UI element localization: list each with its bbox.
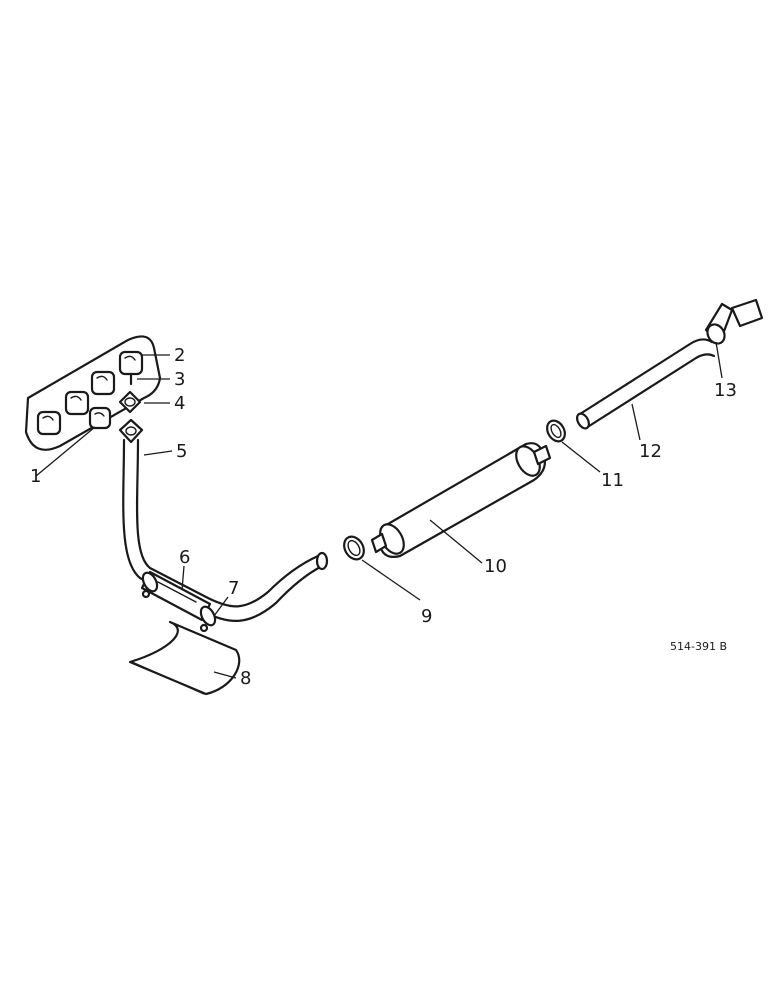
callout-labels: 1 2 3 4 5 6 7 8 9 10 11 12 13 (30, 345, 737, 689)
muffler-inlet-clamp (343, 535, 365, 561)
callout-2: 2 (174, 345, 185, 366)
muffler (370, 442, 552, 558)
callout-6: 6 (179, 547, 190, 568)
callout-13: 13 (714, 380, 737, 401)
port-gasket (88, 406, 112, 430)
manifold-port (118, 350, 144, 376)
tail-pipe-bracket (704, 298, 764, 345)
muffler-outlet-clamp (546, 419, 566, 443)
heat-shield (128, 620, 241, 696)
manifold-port (36, 410, 62, 436)
callout-11: 11 (601, 470, 624, 491)
exhaust-manifold (24, 335, 162, 451)
callout-3: 3 (174, 369, 185, 390)
leader-lines (35, 341, 723, 679)
drawing-reference: 514-391 B (670, 640, 727, 653)
callout-8: 8 (240, 668, 251, 689)
pipe-clamp (141, 571, 217, 633)
callout-7: 7 (228, 578, 239, 599)
callout-12: 12 (639, 441, 662, 462)
flange-gasket (118, 390, 142, 414)
callout-5: 5 (176, 441, 187, 462)
callout-4: 4 (174, 393, 185, 414)
manifold-port (64, 390, 90, 416)
callout-1: 1 (30, 466, 41, 487)
manifold-port (90, 370, 116, 396)
callout-10: 10 (484, 556, 507, 577)
callout-9: 9 (421, 606, 432, 627)
tail-pipe (576, 338, 716, 430)
